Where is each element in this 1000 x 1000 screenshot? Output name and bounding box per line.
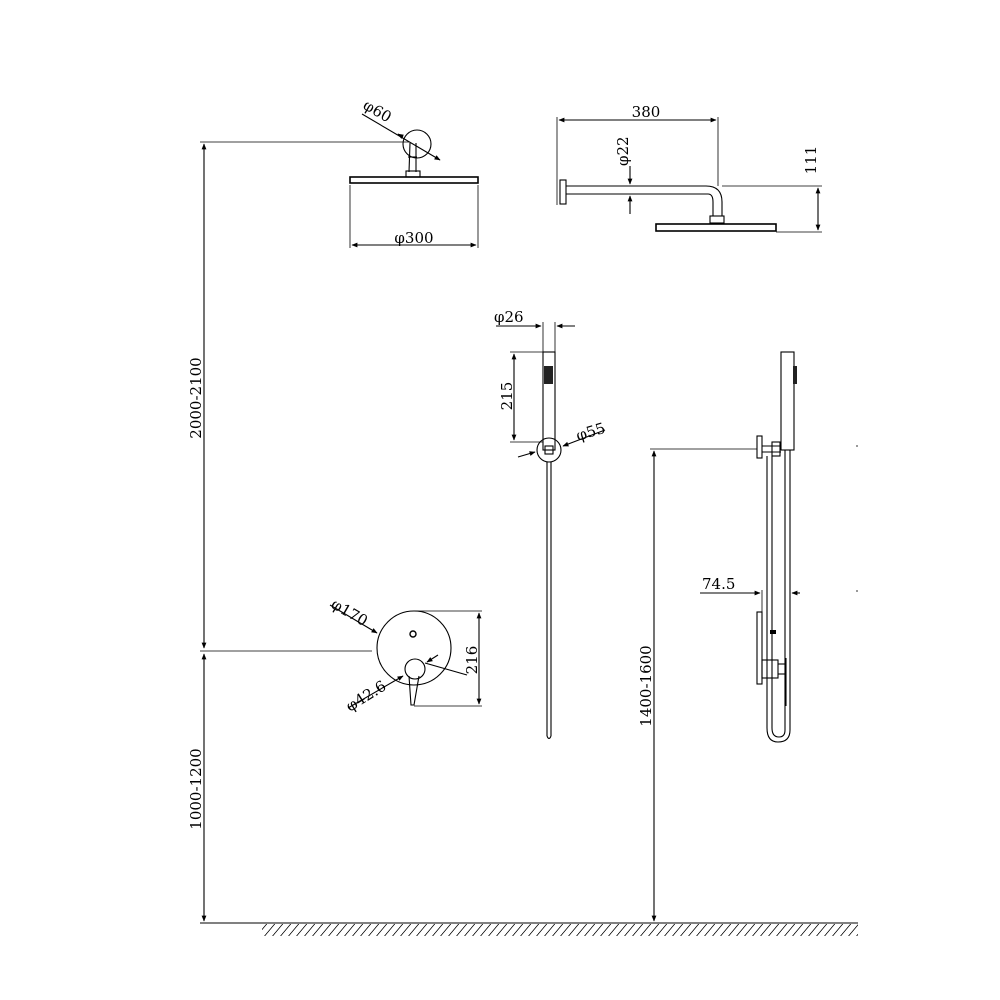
floor bbox=[200, 922, 858, 936]
rose-height-label: 2000-2100 bbox=[187, 357, 205, 438]
slide-rail-side-view: 74.5 1400-1600 bbox=[637, 351, 800, 922]
hand-shower-front-view: φ26 215 φ55 bbox=[494, 308, 608, 740]
rail-offset-label: 74.5 bbox=[702, 575, 735, 593]
arm-length-label: 380 bbox=[632, 103, 661, 121]
shower-arm-side-view: 380 φ22 111 bbox=[556, 103, 822, 233]
rail-height-label: 1400-1600 bbox=[637, 645, 655, 726]
overhead-rose-front-view: φ60 φ300 bbox=[349, 96, 479, 248]
arm-tube-label: φ22 bbox=[614, 136, 632, 166]
mixer-plate-label: φ170 bbox=[328, 595, 371, 630]
height-dimension-rose: 2000-2100 bbox=[187, 141, 410, 649]
mixer-front-view: φ170 φ42.6 216 bbox=[328, 595, 482, 716]
spray-face bbox=[544, 366, 553, 384]
mixer-handle-label: φ42.6 bbox=[343, 677, 390, 716]
rose-flange-label: φ60 bbox=[360, 96, 395, 126]
slide-flange-label: φ55 bbox=[574, 419, 608, 445]
rose-diameter-label: φ300 bbox=[394, 229, 433, 247]
handset-diameter-label: φ26 bbox=[494, 308, 524, 326]
height-dimension-mixer: 1000-1200 bbox=[187, 650, 372, 922]
mixer-height-dim-label: 216 bbox=[463, 646, 481, 675]
arm-drop-label: 111 bbox=[802, 146, 820, 175]
handset-length-label: 215 bbox=[498, 382, 516, 411]
mixer-height-label: 1000-1200 bbox=[187, 748, 205, 829]
